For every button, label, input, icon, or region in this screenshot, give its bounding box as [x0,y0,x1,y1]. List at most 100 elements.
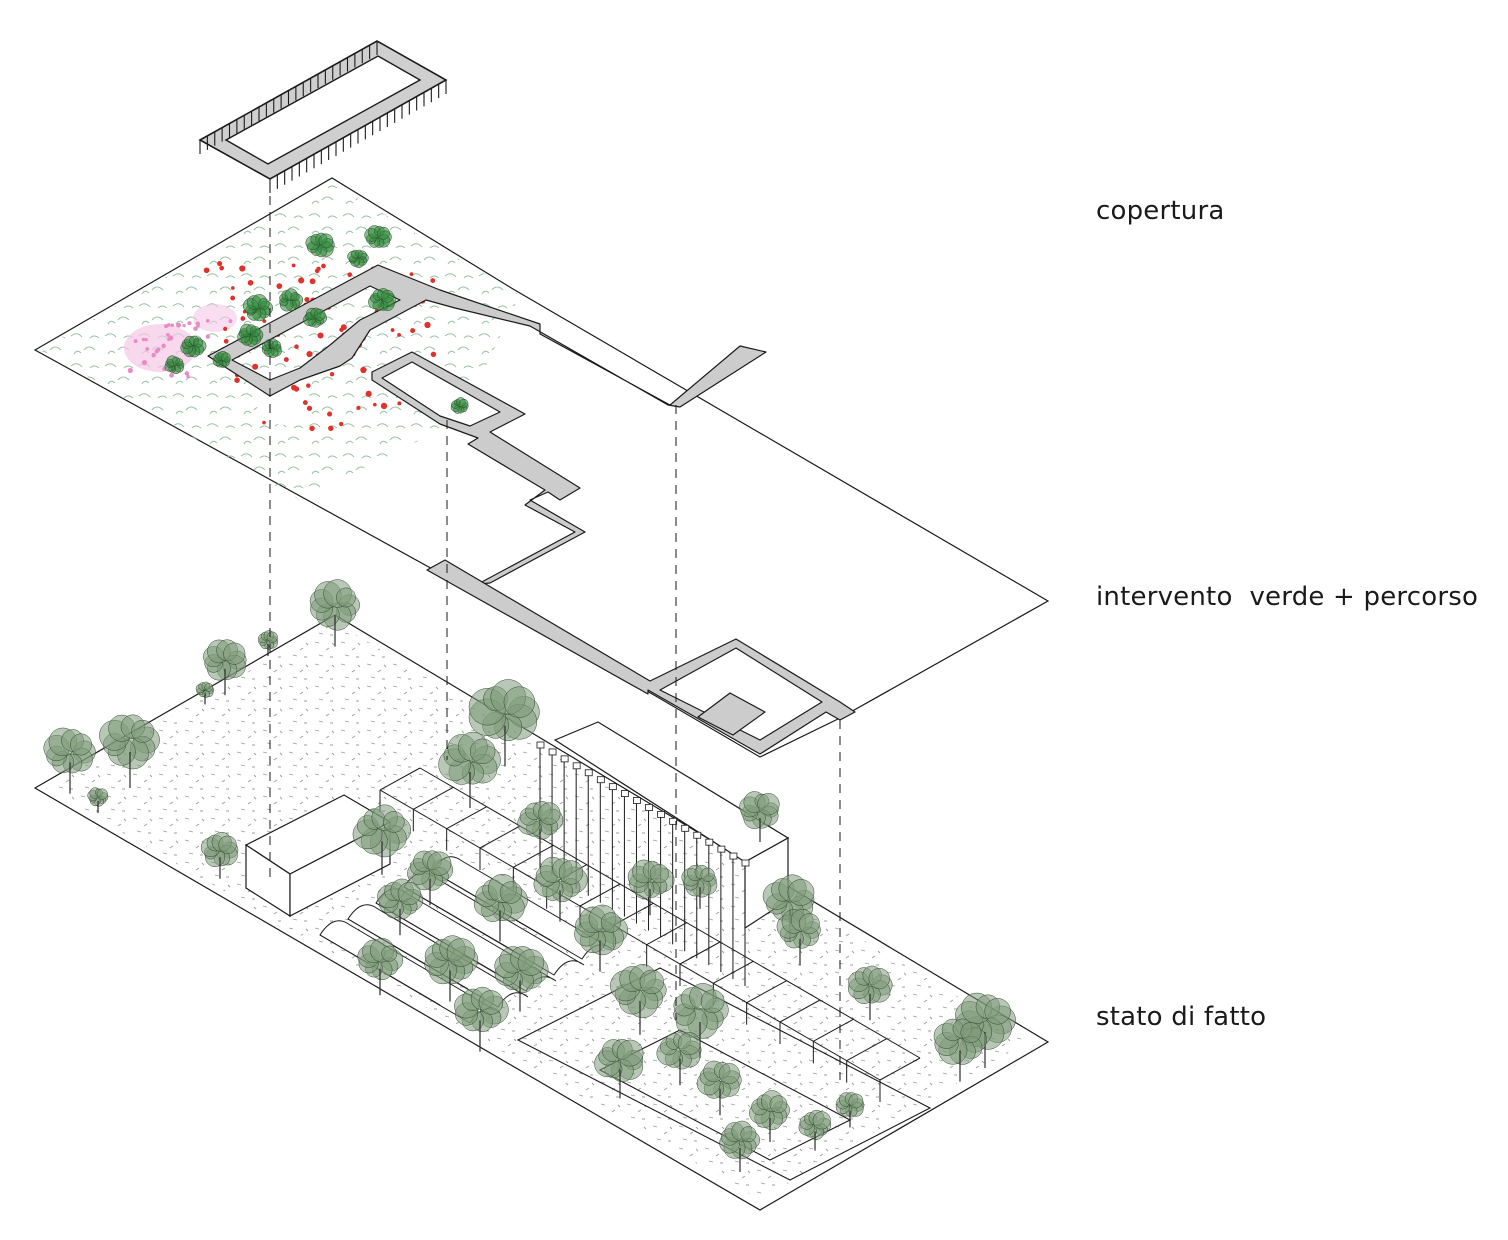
red-flower [223,326,228,331]
site-tree [377,878,424,936]
pink-flower [133,339,138,344]
site-tree [454,986,509,1052]
site-tree [835,1092,865,1128]
fin-cap [729,852,738,860]
red-flower [302,400,308,405]
pergola-rail [379,789,881,1081]
fin-cap [572,762,581,770]
fin-cap [608,783,617,791]
red-flower [262,319,267,324]
site-tree [43,727,96,794]
deck-tree [279,288,303,312]
fin-cap [669,817,678,825]
site-tree [195,681,214,705]
fin-cap [693,831,702,839]
pink-flower [195,321,200,327]
site-tree [798,1109,832,1151]
pink-flower [145,347,150,351]
red-flower [291,384,297,391]
roof-layer [198,40,448,193]
red-flower [430,278,436,283]
fin-cap [681,824,690,832]
pink-flower [127,367,133,374]
site-tree [749,1090,790,1142]
green-intervention-layer [33,177,1050,758]
pink-flower [205,334,211,339]
site-tree [203,639,247,696]
deck-tree [212,350,231,368]
pink-flower [170,323,175,327]
fin-cap [560,755,569,763]
site-tree [99,714,160,788]
pink-flower [164,324,169,329]
red-flower [306,383,311,388]
site-tree [681,864,718,909]
site-tree [719,1120,760,1172]
red-flower [340,324,347,331]
deck-tree [347,249,369,268]
tree-icon [43,579,1016,1172]
fin-cap [584,769,593,777]
layer-label-green-intervention: intervento verde + percorso [1096,582,1479,612]
pergola-beam [879,1057,921,1081]
roof-canopy-icon [198,40,448,193]
site-tree [627,859,675,916]
red-flower [252,363,259,370]
pergola-beam [813,1018,854,1042]
deck-tree [368,288,397,311]
pink-flower [166,333,170,337]
red-flower [372,402,377,407]
red-flower [365,390,372,397]
pink-flower [182,323,186,328]
site-tree [610,964,667,1035]
site-tree [407,850,454,906]
red-flower [329,372,335,377]
red-flower [306,405,313,411]
red-flower [321,263,326,269]
red-flower [328,425,334,431]
red-flower [309,278,316,285]
red-flower [397,401,402,406]
pink-flower [193,326,198,331]
pergola-beam [513,844,554,868]
red-flower [360,366,367,374]
pink-flower [205,318,210,323]
red-flower [390,328,395,332]
site-tree [574,904,628,972]
fin-cap [633,797,641,804]
fin-cap [705,838,714,846]
pink-flower [156,347,161,352]
site-tree [352,804,412,875]
pergola-beam [679,941,721,965]
pergola-beam [746,980,787,1004]
deck-tree [303,307,328,328]
site-tree [200,832,239,879]
deck-tree [237,323,264,347]
site-tree [357,938,404,996]
deck-tree [261,338,282,358]
red-flower [339,421,344,427]
pink-flower [228,319,233,324]
pink-flower [161,343,166,349]
red-flower [347,272,353,278]
red-flower [283,357,289,362]
red-flower [294,344,299,349]
deck-tree [305,232,335,258]
greenhouse-edge [403,886,525,958]
red-flower [291,263,296,268]
existing-state-layer [33,579,1050,1211]
deck-tree [450,397,469,414]
pink-flower [169,372,174,378]
pergola-icon [379,767,921,1102]
red-flower [380,402,388,410]
fin-cap [621,790,629,797]
walking-path [207,264,856,755]
red-flower [424,321,431,329]
site-tree [424,935,479,1002]
fin-cap [548,748,557,756]
red-flower [317,332,324,339]
pink-flower [187,321,192,326]
red-flower [217,261,223,267]
red-flower [223,338,229,344]
site-tree [673,983,729,1058]
